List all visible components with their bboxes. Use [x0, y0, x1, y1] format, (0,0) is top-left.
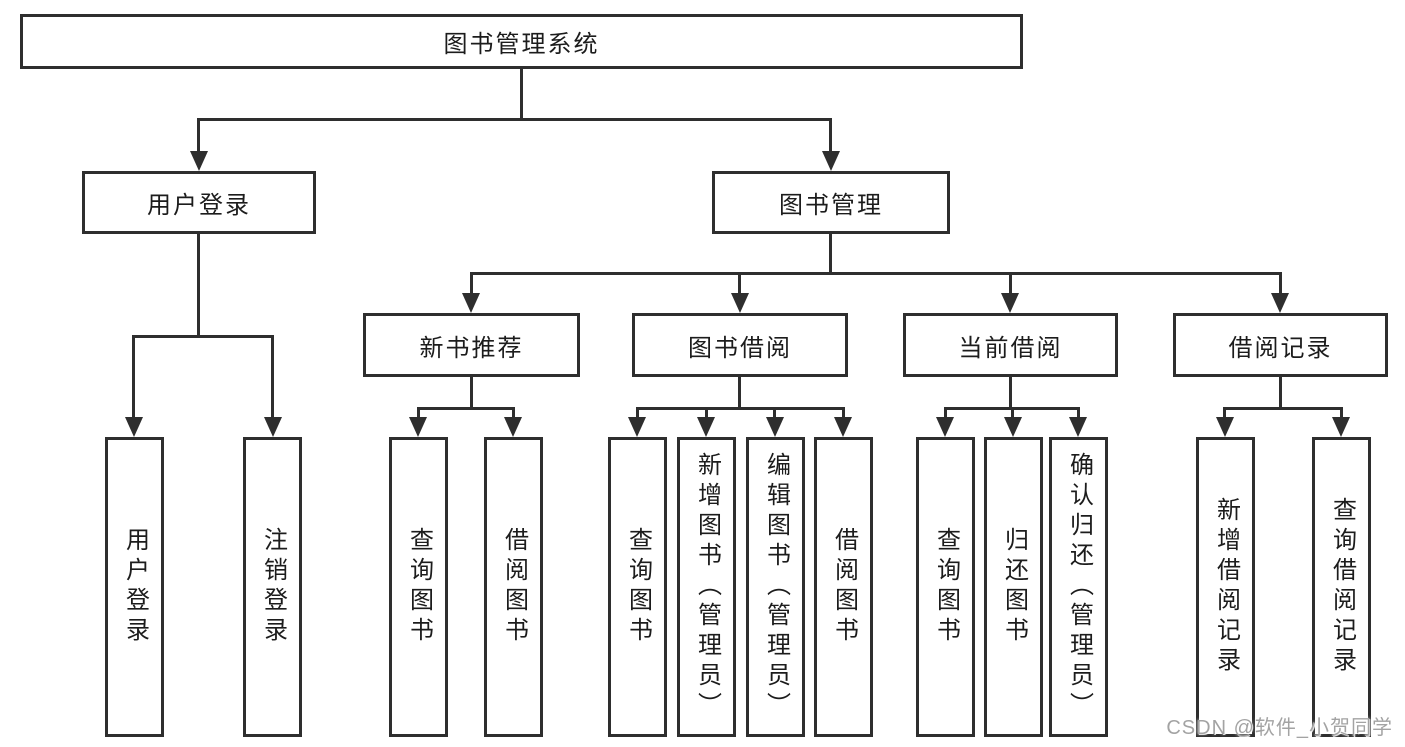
arrow-down-icon: [1332, 417, 1350, 437]
arrow-down-icon: [697, 417, 715, 437]
leaf-return-books: 归还图书: [984, 437, 1043, 737]
leaf-edit-books-admin: 编辑图书（管理员）: [746, 437, 805, 737]
leaf-logout: 注销登录: [243, 437, 302, 737]
connector-line: [1223, 407, 1343, 410]
connector-line: [470, 272, 473, 296]
node-label: 用户登录: [147, 192, 251, 219]
leaf-label: 用户登录: [121, 527, 149, 647]
connector-line: [636, 407, 845, 410]
arrow-down-icon: [731, 293, 749, 313]
node-label: 新书推荐: [419, 334, 524, 362]
connector-line: [271, 335, 274, 419]
connector-line: [197, 118, 831, 121]
arrow-down-icon: [766, 417, 784, 437]
leaf-label: 查询图书: [932, 527, 960, 647]
connector-line: [738, 272, 741, 296]
connector-line: [512, 407, 515, 421]
node-book-borrowing: 图书借阅: [632, 313, 848, 377]
leaf-user-login: 用户登录: [105, 437, 164, 737]
leaf-label: 借阅图书: [500, 527, 528, 647]
arrow-down-icon: [125, 417, 143, 437]
connector-line: [829, 118, 832, 152]
leaf-label: 新增借阅记录: [1212, 497, 1240, 677]
leaf-confirm-return-admin: 确认归还（管理员）: [1049, 437, 1108, 737]
connector-line: [829, 234, 832, 275]
csdn-watermark: CSDN @软件_小贺同学: [1166, 717, 1393, 739]
leaf-label: 新增图书（管理员）: [693, 452, 721, 722]
connector-line: [1223, 407, 1226, 421]
leaf-borrowing-borrow-books: 借阅图书: [814, 437, 873, 737]
leaf-label: 查询借阅记录: [1328, 497, 1356, 677]
connector-line: [470, 272, 1282, 275]
leaf-label: 编辑图书（管理员）: [762, 452, 790, 722]
connector-line: [1279, 272, 1282, 296]
connector-line: [132, 335, 135, 419]
arrow-down-icon: [628, 417, 646, 437]
connector-line: [197, 118, 200, 152]
leaf-query-borrow-record: 查询借阅记录: [1312, 437, 1371, 737]
leaf-label: 查询图书: [405, 527, 433, 647]
leaf-recommend-borrow-books: 借阅图书: [484, 437, 543, 737]
connector-line: [1279, 377, 1282, 410]
connector-line: [1009, 272, 1012, 296]
arrow-down-icon: [264, 417, 282, 437]
connector-line: [944, 407, 947, 421]
arrow-down-icon: [1001, 293, 1019, 313]
leaf-label: 借阅图书: [830, 527, 858, 647]
connector-line: [1009, 377, 1012, 410]
arrow-down-icon: [462, 293, 480, 313]
connector-line: [1340, 407, 1343, 421]
leaf-add-borrow-record: 新增借阅记录: [1196, 437, 1255, 737]
connector-line: [842, 407, 845, 421]
node-label: 图书管理系统: [443, 31, 600, 58]
connector-line: [470, 377, 473, 410]
node-borrowing-records: 借阅记录: [1173, 313, 1388, 377]
connector-line: [705, 407, 708, 421]
connector-line: [520, 69, 523, 121]
arrow-down-icon: [190, 151, 208, 171]
leaf-current-query-books: 查询图书: [916, 437, 975, 737]
connector-line: [738, 377, 741, 410]
connector-line: [1077, 407, 1080, 421]
node-book-management-branch: 图书管理: [712, 171, 950, 234]
leaf-label: 查询图书: [624, 527, 652, 647]
connector-line: [197, 234, 200, 338]
connector-line: [132, 335, 274, 338]
leaf-recommend-query-books: 查询图书: [389, 437, 448, 737]
arrow-down-icon: [834, 417, 852, 437]
leaf-label: 注销登录: [259, 527, 287, 647]
node-label: 图书借阅: [688, 334, 792, 362]
node-label: 借阅记录: [1228, 334, 1333, 362]
leaf-borrowing-query-books: 查询图书: [608, 437, 667, 737]
arrow-down-icon: [1069, 417, 1087, 437]
node-library-management-system: 图书管理系统: [20, 14, 1023, 69]
node-current-borrowing: 当前借阅: [903, 313, 1118, 377]
arrow-down-icon: [822, 151, 840, 171]
node-user-login-branch: 用户登录: [82, 171, 316, 234]
connector-line: [773, 407, 776, 421]
arrow-down-icon: [409, 417, 427, 437]
leaf-add-books-admin: 新增图书（管理员）: [677, 437, 736, 737]
arrow-down-icon: [1271, 293, 1289, 313]
node-label: 当前借阅: [958, 334, 1063, 362]
connector-line: [417, 407, 420, 421]
arrow-down-icon: [936, 417, 954, 437]
leaf-label: 确认归还（管理员）: [1065, 452, 1093, 722]
arrow-down-icon: [1216, 417, 1234, 437]
leaf-label: 归还图书: [1000, 527, 1028, 647]
arrow-down-icon: [504, 417, 522, 437]
connector-line: [1011, 407, 1014, 421]
node-label: 图书管理: [779, 192, 883, 219]
connector-line: [636, 407, 639, 421]
node-new-book-recommend: 新书推荐: [363, 313, 580, 377]
arrow-down-icon: [1004, 417, 1022, 437]
connector-line: [417, 407, 515, 410]
